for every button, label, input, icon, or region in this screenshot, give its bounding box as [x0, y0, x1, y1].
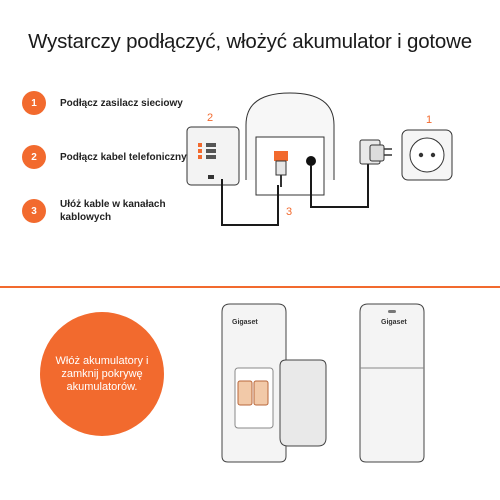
step-1-number: 1	[22, 91, 46, 115]
step-2-number: 2	[22, 145, 46, 169]
section-divider	[0, 286, 500, 288]
brand-front: Gigaset	[232, 319, 258, 326]
label-channel: 3	[286, 206, 292, 218]
battery-icon	[237, 380, 269, 406]
phone-cable	[221, 179, 279, 226]
step-2: 2 Podłącz kabel telefoniczny	[22, 145, 187, 169]
label-socket: 1	[426, 114, 432, 126]
connection-diagram: 2 3 1	[186, 92, 453, 226]
base-station-icon	[245, 92, 335, 196]
wall-jack-icon	[186, 126, 240, 186]
handset-illustration: Gigaset Gigaset	[221, 303, 425, 463]
step-3: 3 Ułóż kable w kanałach kablowych	[22, 198, 170, 224]
battery-instruction-badge: Włóż akumulatory i zamknij pokrywę akumu…	[40, 312, 164, 436]
battery-instruction-text: Włóż akumulatory i zamknij pokrywę akumu…	[55, 354, 149, 393]
step-3-number: 3	[22, 199, 46, 223]
brand-back: Gigaset	[381, 319, 407, 326]
label-wall-jack: 2	[207, 112, 213, 124]
page-title: Wystarczy podłączyć, włożyć akumulator i…	[28, 30, 472, 53]
battery-cover-icon	[279, 359, 327, 447]
wall-socket-icon	[401, 129, 453, 181]
step-1-text: Podłącz zasilacz sieciowy	[60, 97, 183, 109]
step-2-text: Podłącz kabel telefoniczny	[60, 151, 187, 163]
power-adapter-icon	[359, 139, 392, 165]
step-1: 1 Podłącz zasilacz sieciowy	[22, 91, 183, 115]
power-cable	[310, 163, 369, 208]
phone-plug-icon	[275, 160, 287, 187]
handset-back-icon	[359, 303, 425, 463]
step-3-text: Ułóż kable w kanałach kablowych	[60, 199, 166, 223]
